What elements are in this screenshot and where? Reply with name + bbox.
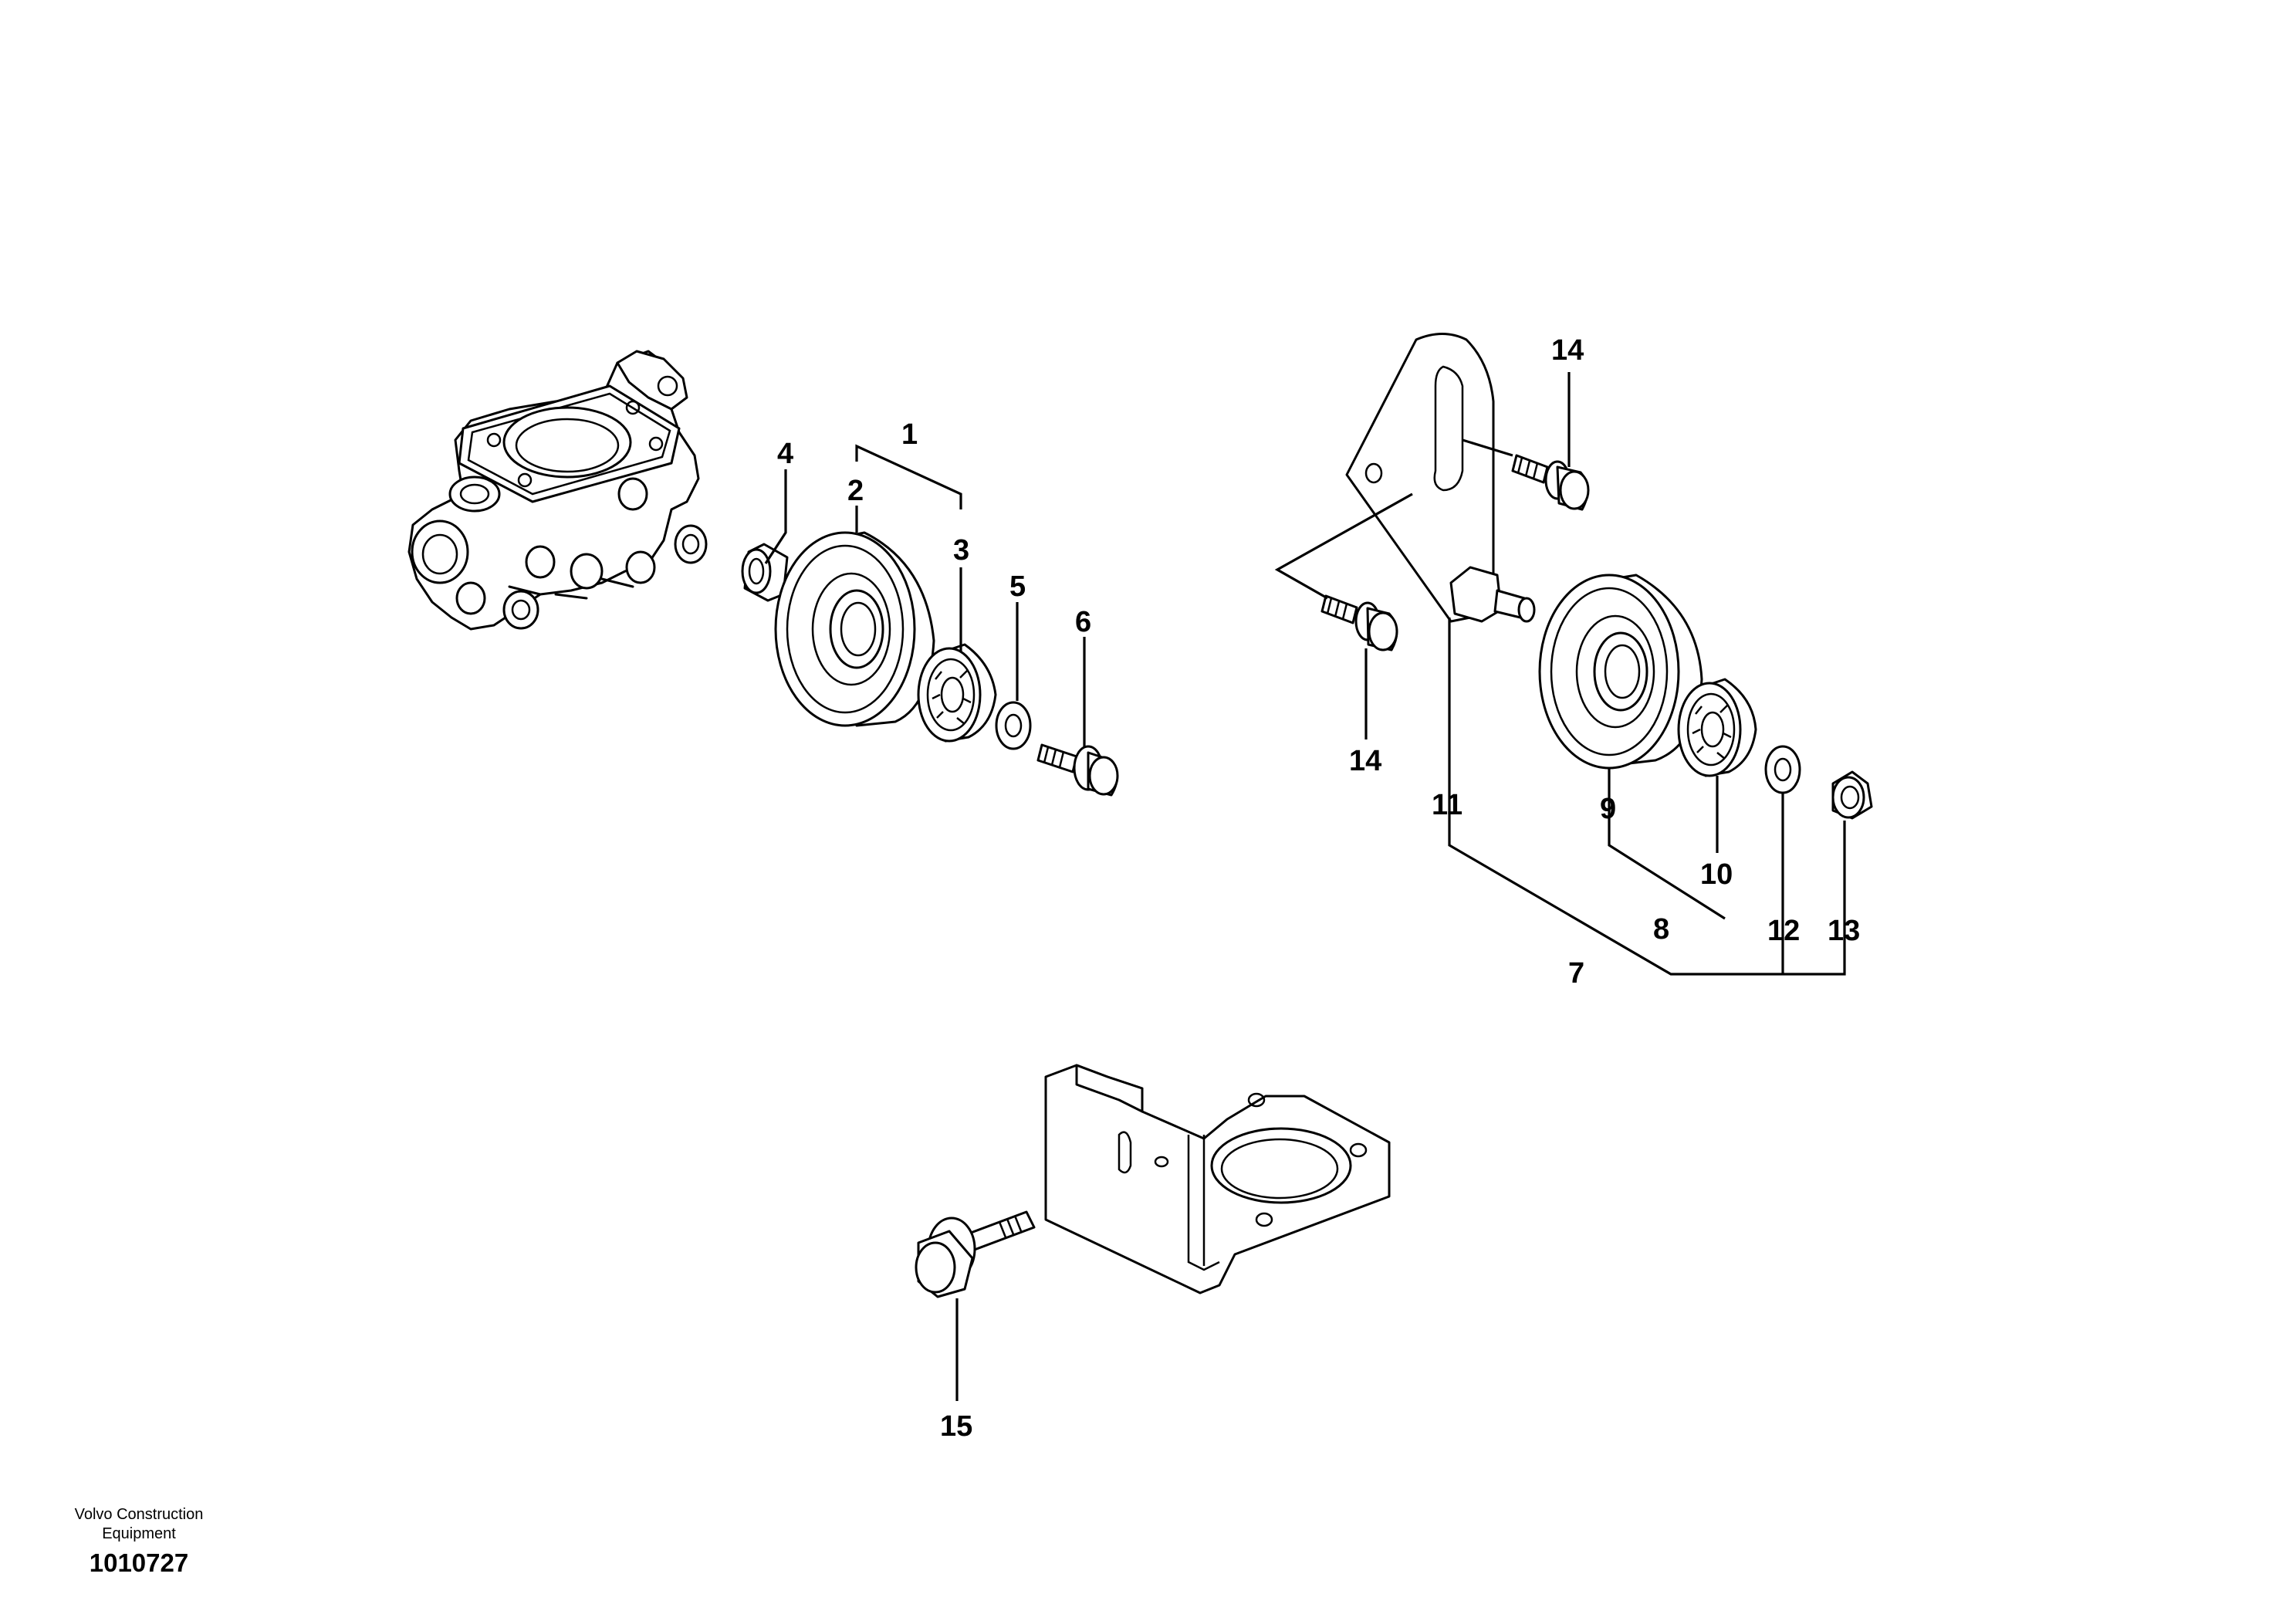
brand-caption: Volvo Construction Equipment — [46, 1505, 232, 1544]
bearing-right — [1677, 678, 1757, 777]
callout-labels: 1 2 3 4 5 6 14 14 11 9 10 8 12 13 7 15 — [777, 334, 1860, 1443]
washer-left — [995, 701, 1032, 750]
bolt-15 — [915, 1210, 1036, 1298]
callout-3: 3 — [953, 534, 969, 567]
leader-group-1 — [855, 444, 962, 509]
leader-group-8 — [1608, 769, 1726, 920]
leader-4 — [764, 469, 787, 564]
leader-group-7 — [1448, 618, 1846, 976]
bolt-14-upper — [1511, 454, 1590, 511]
pulley-right — [1538, 574, 1703, 770]
callout-8: 8 — [1653, 913, 1669, 946]
mounting-bracket-right — [1345, 333, 1495, 623]
leader-14-upper — [1462, 438, 1513, 457]
spacer-sleeve — [741, 543, 789, 602]
l-bracket — [1044, 1064, 1391, 1294]
stud-shaft — [1449, 566, 1536, 623]
brand-line-2: Equipment — [102, 1525, 176, 1542]
callout-15: 15 — [940, 1410, 972, 1443]
leader-14-lower — [1274, 492, 1413, 600]
callout-11: 11 — [1432, 789, 1462, 821]
pulley-left — [774, 531, 935, 727]
nut — [1831, 770, 1873, 820]
callout-1: 1 — [901, 418, 918, 451]
pump-housing — [407, 350, 708, 631]
callout-10: 10 — [1700, 858, 1733, 891]
leader-lines — [764, 372, 1846, 1401]
callout-14-lower: 14 — [1349, 745, 1381, 777]
bolt-14-lower — [1320, 594, 1398, 651]
callout-12: 12 — [1767, 915, 1800, 947]
brand-line-1: Volvo Construction — [74, 1506, 204, 1523]
callout-6: 6 — [1075, 606, 1091, 638]
callout-13: 13 — [1828, 915, 1860, 947]
callout-5: 5 — [1009, 570, 1026, 603]
drawing-number: 1010727 — [89, 1548, 189, 1577]
callout-4: 4 — [777, 438, 793, 470]
bearing-left — [917, 643, 997, 743]
washer-right — [1764, 745, 1801, 794]
callout-14-upper: 14 — [1551, 334, 1584, 367]
callout-7: 7 — [1568, 957, 1584, 990]
bolt-left — [1036, 743, 1119, 797]
callout-2: 2 — [847, 475, 864, 507]
callout-9: 9 — [1600, 793, 1616, 825]
